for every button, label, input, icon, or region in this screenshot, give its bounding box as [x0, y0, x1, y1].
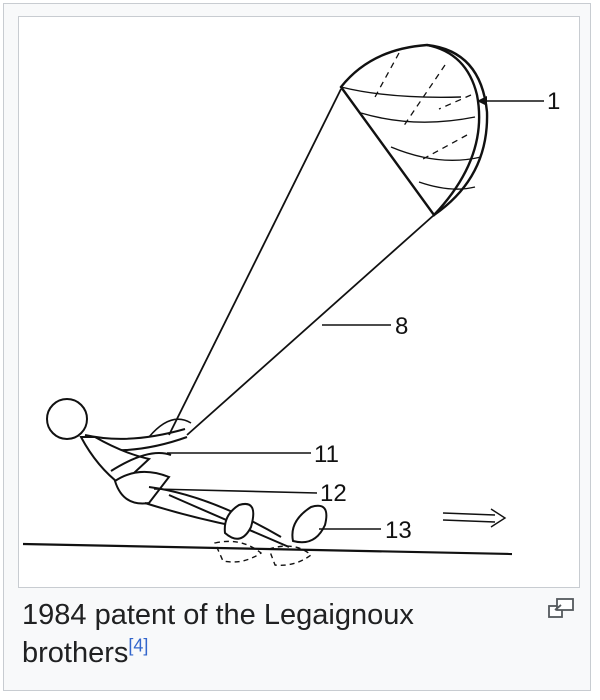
- reference-superscript: [4]: [128, 635, 148, 655]
- label-11: 11: [314, 441, 339, 468]
- caption-text: 1984 patent of the Legaignoux brothers: [22, 599, 414, 669]
- label-13: 13: [385, 517, 412, 544]
- label-1: 1: [547, 88, 560, 115]
- kite-patent-drawing: 1 8 11 12 13: [22, 43, 560, 566]
- image-caption: 1984 patent of the Legaignoux brothers[4…: [22, 596, 522, 672]
- reference-link[interactable]: [4]: [128, 635, 149, 656]
- image-thumbnail-frame: 1 8 11 12 13 1984 patent of the Legaigno…: [3, 3, 591, 691]
- patent-drawing-image[interactable]: 1 8 11 12 13: [18, 16, 580, 588]
- label-12: 12: [320, 480, 347, 507]
- label-8: 8: [395, 313, 408, 340]
- magnify-clip-icon[interactable]: [547, 596, 577, 620]
